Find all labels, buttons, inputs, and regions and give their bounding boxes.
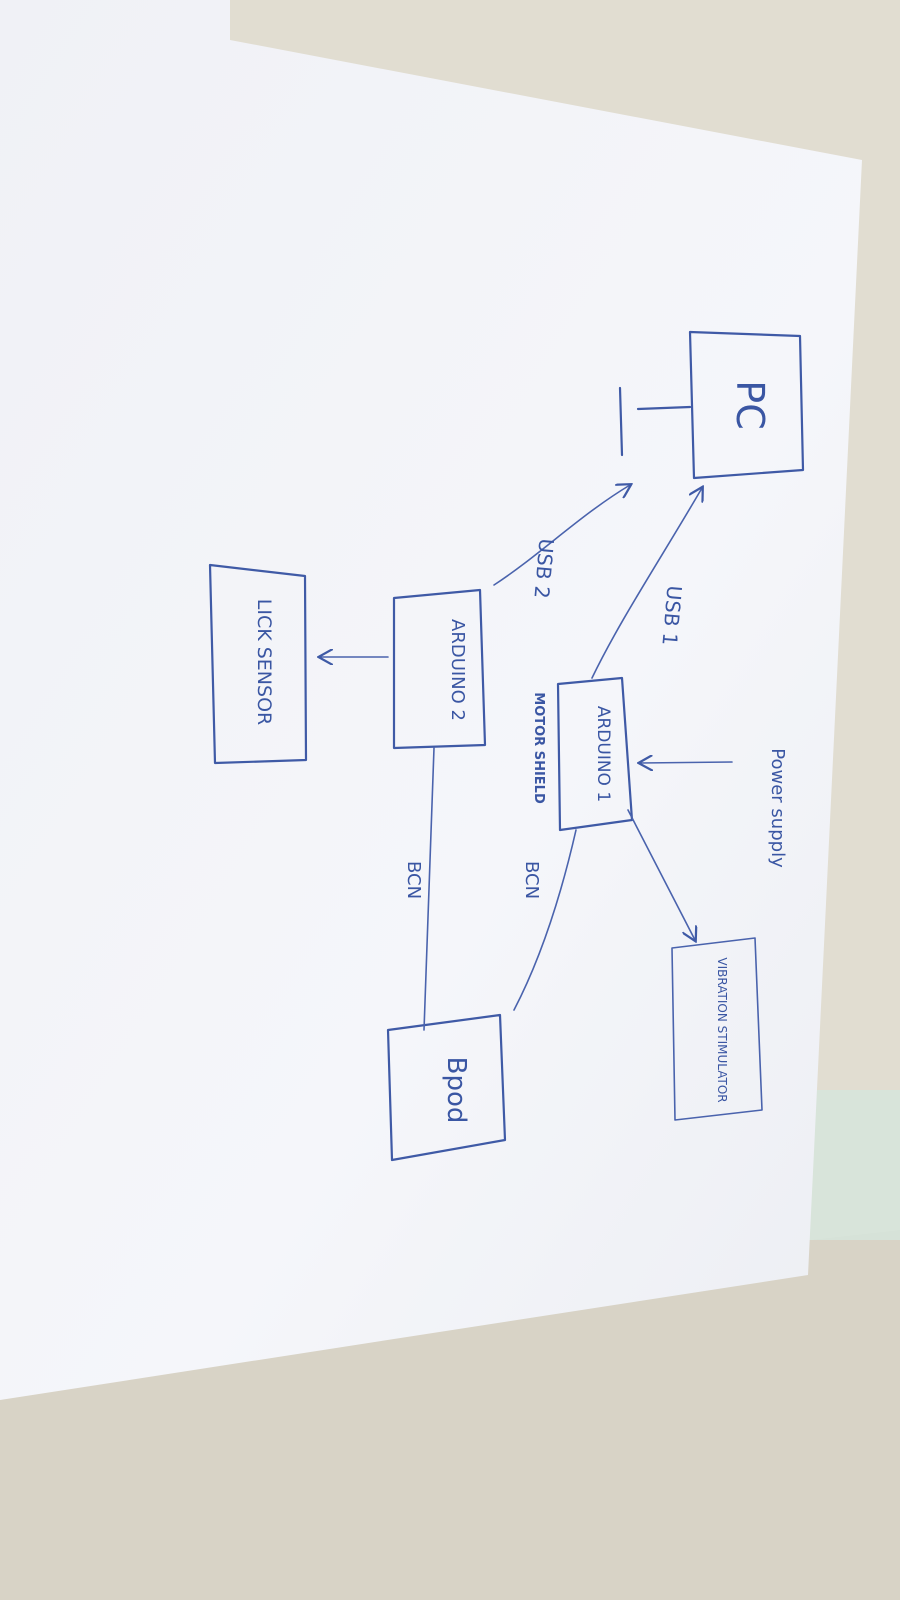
- vibration-stimulator-node: [671, 937, 763, 1121]
- bcn-arduino2-bpod-line: [423, 747, 435, 1031]
- motor-shield-label: MOTOR SHIELD: [531, 692, 546, 804]
- arduino1-to-vibration-arrow: [627, 809, 695, 940]
- arduino1-label: ARDUINO 1: [593, 706, 613, 802]
- pc-node: PC: [688, 330, 805, 480]
- lick-sensor-node: LICK SENSOR: [208, 563, 308, 765]
- power-supply-label: Power supply: [767, 748, 788, 868]
- usb1-label: USB 1: [657, 585, 686, 647]
- arduino2-node: [392, 588, 487, 750]
- pc-port-bar: [618, 386, 624, 457]
- bcn-arduino1-bpod-line: [513, 829, 577, 1011]
- usb2-label: USB 2: [529, 538, 558, 600]
- bpod-node: [386, 1013, 507, 1162]
- arduino1-node: [556, 676, 634, 832]
- paper-sheet: [0, 0, 862, 1400]
- vibration-stimulator-label: VIBRATION STIMULATOR: [715, 957, 729, 1102]
- pc-label: PC: [728, 380, 772, 429]
- bcn-arduino2-label: BCN: [403, 861, 424, 899]
- pc-port-line: [636, 405, 692, 411]
- bcn-arduino1-label: BCN: [521, 861, 542, 899]
- lick-sensor-label: LICK SENSOR: [253, 599, 275, 725]
- green-object: [800, 1090, 900, 1240]
- usb2-connection: [493, 485, 630, 586]
- bpod-label: Bpod: [441, 1057, 471, 1124]
- arduino2-label-text: ARDUINO 2: [447, 619, 468, 721]
- power-supply-arrow: [640, 762, 733, 763]
- usb1-connection: [591, 488, 702, 679]
